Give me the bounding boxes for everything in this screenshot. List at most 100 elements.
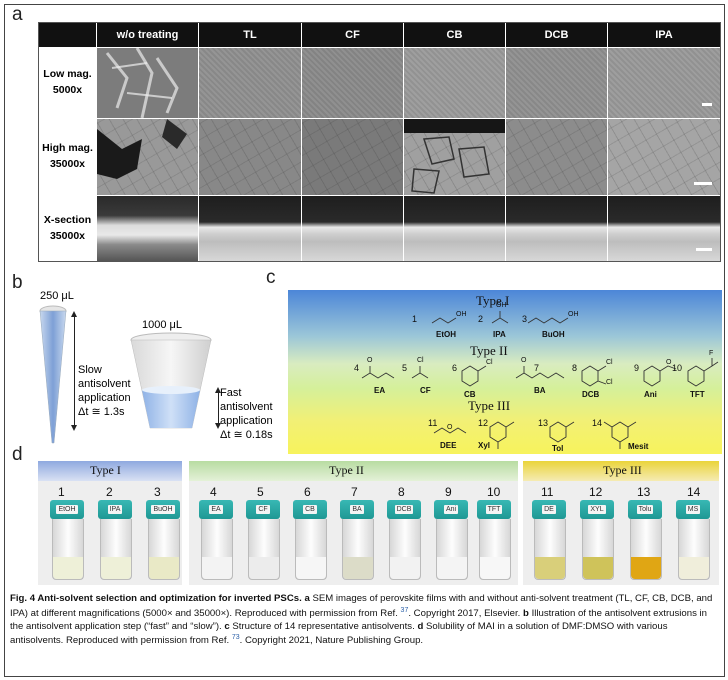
molecule-name-etoh: EtOH (436, 330, 456, 339)
caption-reference-link[interactable]: 73 (231, 634, 240, 642)
vial-cap: Ani (434, 500, 468, 519)
small-pipette-tip (39, 305, 67, 444)
group-type-label: Type I (90, 463, 121, 477)
molecule-name-mesit: Mesit (628, 442, 649, 451)
small-volume-label: 250 μL (40, 290, 74, 302)
vial-body (148, 519, 180, 580)
ea-skeleton (361, 366, 395, 379)
sem-image-low-cf (302, 48, 403, 118)
vial-solution (149, 557, 179, 579)
vial-ea: EA (199, 500, 233, 580)
vial-body (100, 519, 132, 580)
vial-cap-label: DE (542, 505, 556, 514)
tft-ring (687, 365, 705, 387)
vial-cap: DE (532, 500, 566, 519)
sem-image-xsec-dcb (506, 196, 607, 261)
molecule-name-ea: EA (374, 386, 386, 395)
vial-cf: CF (246, 500, 280, 580)
column-header-dcb: DCB (506, 23, 607, 47)
vial-de: DE (532, 500, 566, 580)
vial-body (479, 519, 511, 580)
vial-cap-label: XYL (588, 505, 606, 514)
vial-ipa: IPA (98, 500, 132, 580)
figure-frame (4, 4, 725, 677)
type-ii-label: Type II (470, 343, 508, 358)
sem-image-low-ipa (608, 48, 720, 118)
scale-bar (696, 248, 712, 251)
column-header-ipa: IPA (608, 23, 720, 47)
large-pipette-tip (130, 332, 212, 429)
molecule-number: 8 (572, 363, 578, 373)
molecule-name-xyl: Xyl (478, 441, 491, 450)
column-header-tl: TL (199, 23, 301, 47)
slow-application-label: Slow antisolvent application Δt ≅ 1.3s (78, 364, 131, 418)
atom-label: OH (496, 302, 507, 309)
vial-solution (249, 557, 279, 579)
fast-arrow (218, 392, 219, 426)
atom-label: O (447, 424, 453, 431)
ipa-skeleton (491, 311, 509, 324)
sem-image-high-dcb (506, 119, 607, 195)
molecule-name-ipa: IPA (493, 330, 506, 339)
vial-solution (202, 557, 232, 579)
molecule-number: 3 (522, 314, 528, 324)
vial-cap: BuOH (146, 500, 180, 519)
panel-label-b: b (12, 272, 23, 293)
vial-solution (583, 557, 613, 579)
vial-number: 7 (351, 485, 358, 499)
slow-arrow-head-top (71, 311, 77, 317)
caption-reference-link[interactable]: 37 (400, 606, 409, 614)
fast-arrow-head-bottom (215, 423, 221, 429)
caption-panel-b-text: Illustration of the antisolvent extrusio… (10, 607, 708, 632)
molecule-number: 12 (478, 418, 489, 428)
xyl-ring (489, 421, 507, 443)
dcb-substituents (597, 365, 607, 385)
molecule-name-ba: BA (534, 386, 546, 395)
vial-cap-label: MS (685, 505, 701, 514)
vial-number: 4 (210, 485, 217, 499)
sem-image-xsec-cf (302, 196, 403, 261)
caption-panel-letter: b (523, 607, 529, 619)
figure-caption: Fig. 4 Anti-solvent selection and optimi… (10, 593, 718, 648)
molecule-name-tol: Tol (552, 444, 564, 453)
large-volume-label: 1000 μL (142, 319, 182, 331)
cb-substituent (477, 365, 487, 372)
vial-tolu: Tolu (628, 500, 662, 580)
vial-ani: Ani (434, 500, 468, 580)
atom-label: O (666, 359, 672, 366)
caption-copyright: . Copyright 2021, Nature Publishing Grou… (239, 635, 424, 647)
caption-panel-c-text: Structure of 14 representative antisolve… (232, 620, 415, 632)
molecule-number: 1 (412, 314, 418, 324)
sem-image-xsec-tl (199, 196, 301, 261)
panel-label-d: d (12, 444, 23, 465)
row-label-low-mag: Low mag.5000x (39, 48, 96, 118)
molecule-number: 14 (592, 418, 603, 428)
sem-image-high-cf (302, 119, 403, 195)
vial-body (534, 519, 566, 580)
vial-cap-label: EtOH (56, 505, 78, 514)
scale-bar (702, 103, 712, 106)
vial-solution (631, 557, 661, 579)
molecule-number: 2 (478, 314, 484, 324)
vial-cap-label: Ani (443, 505, 459, 514)
vial-number: 5 (257, 485, 264, 499)
sem-image-high-ipa (608, 119, 720, 195)
caption-panel-letter: d (417, 620, 424, 632)
mesit-ring (611, 421, 629, 443)
column-header-cb: CB (404, 23, 505, 47)
atom-label: Cl (606, 379, 613, 386)
vial-cb: CB (293, 500, 327, 580)
vial-solution (480, 557, 510, 579)
group-type-label: Type III (603, 463, 642, 477)
vial-cap: EtOH (50, 500, 84, 519)
scale-bar (694, 182, 712, 185)
etoh-skeleton (431, 317, 457, 324)
panel-label-c: c (266, 267, 276, 288)
vial-solution (390, 557, 420, 579)
vial-dcb: DCB (387, 500, 421, 580)
vial-cap-label: BA (350, 505, 364, 514)
molecule-number: 9 (634, 363, 640, 373)
vial-body (52, 519, 84, 580)
sem-image-low-dcb (506, 48, 607, 118)
